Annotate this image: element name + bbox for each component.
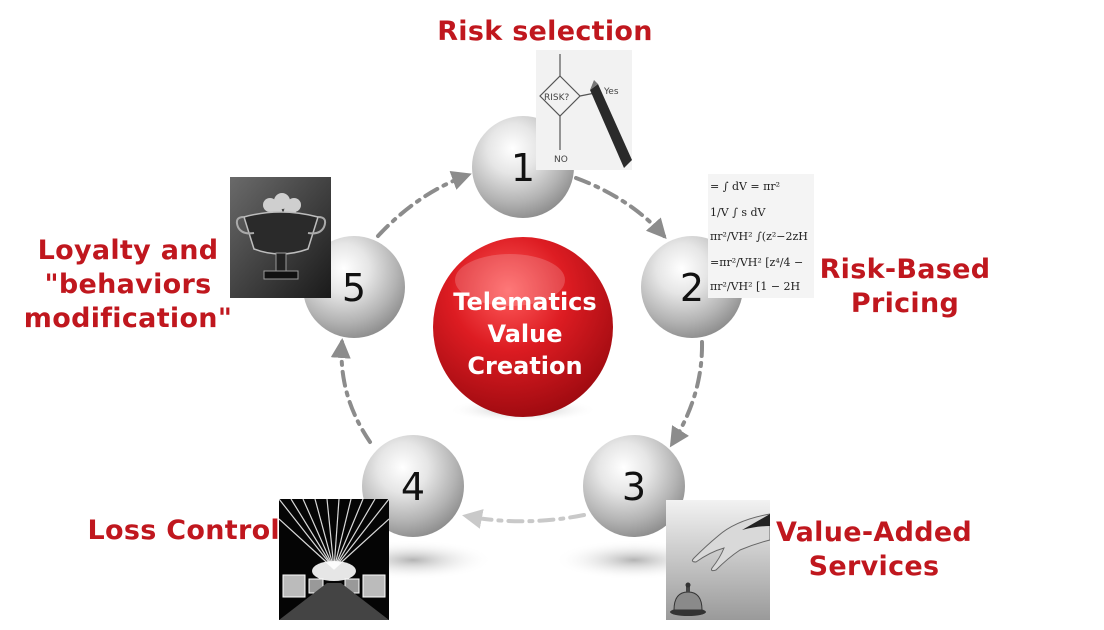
step-3-label-line1: Value-Added [775,517,973,548]
step-2-label: Risk-Based Pricing [805,253,1005,321]
step-4-label-text: Loss Control [87,515,280,546]
step-2-label-line2: Pricing [850,288,960,319]
arrow-3-to-4 [462,509,586,529]
svg-text:πr²/VH² [1 − 2H: πr²/VH² [1 − 2H [710,280,800,293]
step-ball-3: 3 [583,435,685,537]
svg-text:= ∫ dV = πr²: = ∫ dV = πr² [710,180,780,193]
step-5-label-line1: Loyalty and [37,235,219,266]
svg-text:NO: NO [554,155,568,165]
center-title-line1: Telematics [453,288,596,316]
svg-text:πr²/VH² ∫(z²−2zH: πr²/VH² ∫(z²−2zH [710,230,808,243]
step-5-label-line3: modification" [23,303,233,334]
trophy-icon [230,177,331,298]
step-3-label-line2: Services [808,551,940,582]
step-number-1: 1 [511,146,535,190]
center-title-line2: Value [487,320,562,348]
svg-text:RISK?: RISK? [544,93,570,103]
arrow-4-to-5 [330,338,372,444]
center-sphere: Telematics Value Creation [433,237,613,417]
arrow-2-to-3 [669,340,705,448]
step-5-label: Loyalty and "behaviors modification" [14,234,242,336]
step-5-label-line2: "behaviors [44,269,212,300]
step-number-5: 5 [342,266,366,310]
step-number-2: 2 [680,266,704,310]
arrow-5-to-1 [376,171,472,238]
step-1-label-text: Risk selection [437,16,653,47]
center-title-line3: Creation [467,352,582,380]
svg-text:=πr²/VH² [z⁴/4 −: =πr²/VH² [z⁴/4 − [710,256,803,269]
step-2-label-line1: Risk-Based [819,254,991,285]
svg-text:1/V ∫ s dV: 1/V ∫ s dV [710,206,767,219]
step-1-label: Risk selection [425,15,665,49]
svg-text:Yes: Yes [603,87,619,97]
step-3-label: Value-Added Services [768,516,980,584]
flowchart-pen-icon: RISK? Yes NO [536,50,632,170]
math-formulas-icon: = ∫ dV = πr² 1/V ∫ s dV πr²/VH² ∫(z²−2zH… [708,174,814,298]
light-tunnel-icon [279,499,389,620]
step-number-4: 4 [401,465,425,509]
step-4-label: Loss Control [74,514,280,548]
step-number-3: 3 [622,465,646,509]
arrow-1-to-2 [574,176,667,239]
service-bell-icon [666,500,770,620]
